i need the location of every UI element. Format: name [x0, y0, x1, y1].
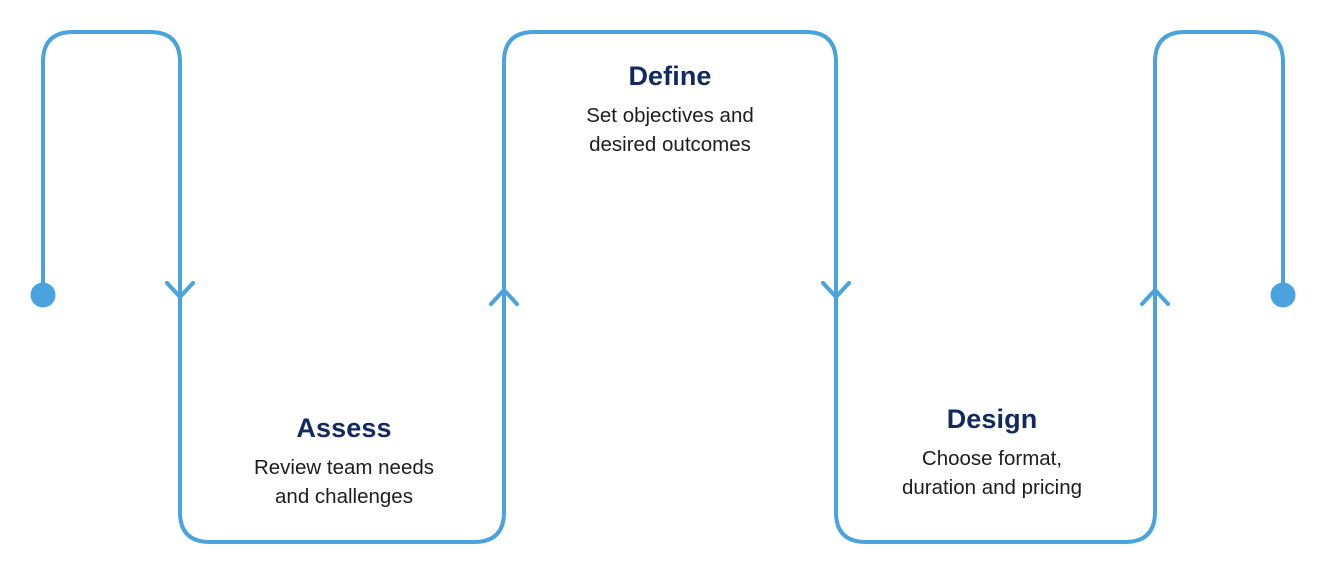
step-define-description: Set objectives and desired outcomes	[550, 101, 790, 159]
step-assess-description-line-1: Review team needs	[253, 456, 435, 480]
step-design-description-line-2: duration and pricing	[901, 476, 1083, 500]
flow-segment-assess-to-define	[502, 30, 838, 297]
flow-segment-start-to-assess	[41, 30, 506, 544]
arrow-down-to-design-icon	[821, 281, 851, 299]
step-define-description-line-2: desired outcomes	[589, 133, 751, 157]
step-assess: Assess Review team needs and challenges	[224, 414, 464, 512]
step-define-title: Define	[628, 61, 712, 91]
flow-segment-design-to-end	[1153, 30, 1285, 297]
start-dot-icon	[30, 282, 56, 308]
flow-segment-define-to-design	[834, 293, 1157, 544]
step-define-description-line-1: Set objectives and	[586, 104, 754, 128]
step-assess-description-line-2: and challenges	[275, 485, 413, 509]
end-dot-icon	[1270, 282, 1296, 308]
step-design-title: Design	[946, 404, 1038, 434]
step-design: Design Choose format, duration and prici…	[872, 405, 1112, 503]
arrow-up-to-end-icon	[1140, 288, 1170, 306]
arrow-up-to-define-icon	[489, 288, 519, 306]
step-define: Define Set objectives and desired outcom…	[550, 62, 790, 160]
step-assess-description: Review team needs and challenges	[224, 453, 464, 511]
step-design-description: Choose format, duration and pricing	[872, 444, 1112, 502]
step-assess-title: Assess	[296, 413, 392, 443]
arrow-down-to-assess-icon	[165, 281, 195, 299]
step-design-description-line-1: Choose format,	[921, 447, 1063, 471]
